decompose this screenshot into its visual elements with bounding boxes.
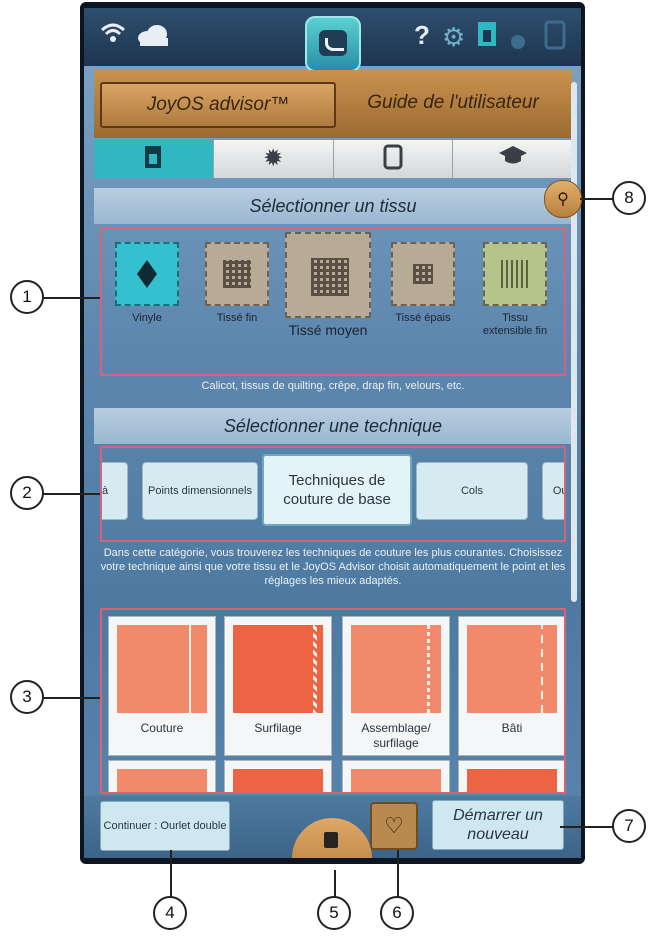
technique-item[interactable]: Points dimensionnels [142, 462, 258, 520]
callout-line [334, 870, 336, 900]
callout-line [580, 198, 616, 200]
stitch-card-assemblage[interactable]: Assemblage/ surfilage [342, 616, 450, 756]
settings-icon[interactable]: ⚙ [442, 22, 466, 52]
advisor-panel: JoyOS advisor™ Guide de l'utilisateur ✹ [94, 70, 572, 794]
status-bar: ? ⚙ [84, 8, 581, 72]
callout-line [560, 826, 618, 828]
stitch-card[interactable] [458, 760, 564, 792]
fabric-light-stretch[interactable]: Tissu extensible fin [478, 242, 552, 338]
continue-button[interactable]: Continuer : Ourlet double [100, 801, 230, 851]
stitch-preview [351, 625, 441, 713]
stitch-label: Surfilage [254, 721, 302, 735]
callout-4: 4 [153, 896, 187, 930]
stitch-preview [233, 625, 323, 713]
fabric-label: Tissé fin [216, 312, 258, 324]
stitch-card[interactable] [224, 760, 332, 792]
stitch-grid: Couture Surfilage Assemblage/ surfilage … [100, 608, 566, 794]
fabric-label: Vinyle [132, 312, 162, 324]
fabric-light-woven[interactable]: Tissé fin [200, 242, 274, 325]
top-tabs: JoyOS advisor™ Guide de l'utilisateur [94, 70, 572, 138]
search-icon: ⚲ [557, 191, 569, 208]
fabric-label: Tissé moyen [288, 322, 368, 338]
callout-7: 7 [612, 809, 646, 843]
stitch-label: Couture [140, 721, 184, 735]
callout-8: 8 [612, 181, 646, 215]
callout-5: 5 [317, 896, 351, 930]
callout-line [40, 493, 100, 495]
fabric-label: Tissé épais [395, 312, 451, 324]
stitch-preview [117, 769, 207, 792]
stitch-preview [117, 625, 207, 713]
fabric-vinyl[interactable]: Vinyle [110, 242, 184, 325]
book-icon [324, 832, 338, 848]
fabric-swatch [285, 232, 371, 318]
graduation-cap-icon [453, 144, 572, 173]
stitch-card-couture[interactable]: Couture [108, 616, 216, 756]
callout-6: 6 [380, 896, 414, 930]
technique-section-title: Sélectionner une technique [94, 408, 572, 444]
callout-line [40, 297, 100, 299]
tab-sewing[interactable] [94, 140, 214, 178]
technique-selector[interactable]: à Points dimensionnels Techniques de cou… [100, 446, 566, 542]
stitch-preview [467, 625, 557, 713]
stitch-preview [233, 769, 323, 792]
stitch-preview [467, 769, 557, 792]
fabric-medium-woven[interactable]: Tissé moyen [280, 232, 376, 337]
tab-user-guide[interactable]: Guide de l'utilisateur [367, 92, 539, 113]
fabric-swatch [115, 242, 179, 306]
tab-embroidery[interactable]: ✹ [213, 140, 334, 178]
screen: ? ⚙ JoyOS advisor™ Guide de l'utilisateu… [84, 8, 581, 858]
technique-item[interactable]: Cols [416, 462, 528, 520]
callout-line [170, 850, 172, 900]
technique-item[interactable]: à [102, 462, 128, 520]
category-tabs: ✹ [94, 140, 572, 178]
fabric-swatch [483, 242, 547, 306]
tab-tablet[interactable] [333, 140, 454, 178]
callout-1: 1 [10, 280, 44, 314]
fabric-label: Tissu extensible fin [482, 312, 548, 337]
technique-item[interactable]: Our [542, 462, 564, 520]
fabric-heavy-woven[interactable]: Tissé épais [386, 242, 460, 325]
stitch-card-surfilage[interactable]: Surfilage [224, 616, 332, 756]
my-sewing-favorites-button[interactable]: ♡ [370, 802, 418, 850]
stitch-preview [351, 769, 441, 792]
tab-joyos-advisor[interactable]: JoyOS advisor™ [100, 82, 336, 128]
stitch-label: Bâti [501, 721, 523, 735]
stitch-label: Assemblage/ surfilage [361, 721, 431, 750]
home-app-button[interactable] [305, 16, 361, 72]
tab-learning[interactable] [453, 140, 572, 178]
tablet-icon [334, 144, 453, 177]
callout-3: 3 [10, 680, 44, 714]
stitch-card-bati[interactable]: Bâti [458, 616, 564, 756]
dot-icon [510, 26, 526, 56]
heart-icon: ♡ [384, 813, 404, 838]
technique-description: Dans cette catégorie, vous trouverez les… [100, 547, 566, 587]
stitch-card[interactable] [108, 760, 216, 792]
callout-line [397, 850, 399, 900]
bottom-bar: Continuer : Ourlet double ♡ Démarrer un … [84, 796, 581, 858]
start-new-button[interactable]: Démarrer un nouveau [432, 800, 564, 850]
fabric-selector: Vinyle Tissé fin Tissé moyen Tissé épais… [100, 228, 566, 376]
technique-item-selected[interactable]: Techniques de couture de base [262, 454, 412, 526]
callout-2: 2 [10, 476, 44, 510]
fabric-description: Calicot, tissus de quilting, crêpe, drap… [201, 380, 465, 392]
scrollbar[interactable] [571, 82, 577, 602]
presser-foot-icon [94, 144, 213, 177]
sun-icon: ✹ [263, 145, 284, 172]
help-icon[interactable]: ? [414, 20, 430, 50]
fabric-swatch [391, 242, 455, 306]
tablet-icon[interactable] [544, 20, 566, 56]
stitch-card[interactable] [342, 760, 450, 792]
fabric-swatch [205, 242, 269, 306]
jotter-icon[interactable] [476, 20, 498, 54]
fabric-section-title: Sélectionner un tissu [94, 188, 572, 224]
search-button[interactable]: ⚲ [544, 180, 582, 218]
quick-menu-button[interactable] [292, 818, 372, 858]
cloud-icon [136, 22, 170, 52]
wifi-icon [100, 20, 126, 50]
callout-line [40, 697, 100, 699]
